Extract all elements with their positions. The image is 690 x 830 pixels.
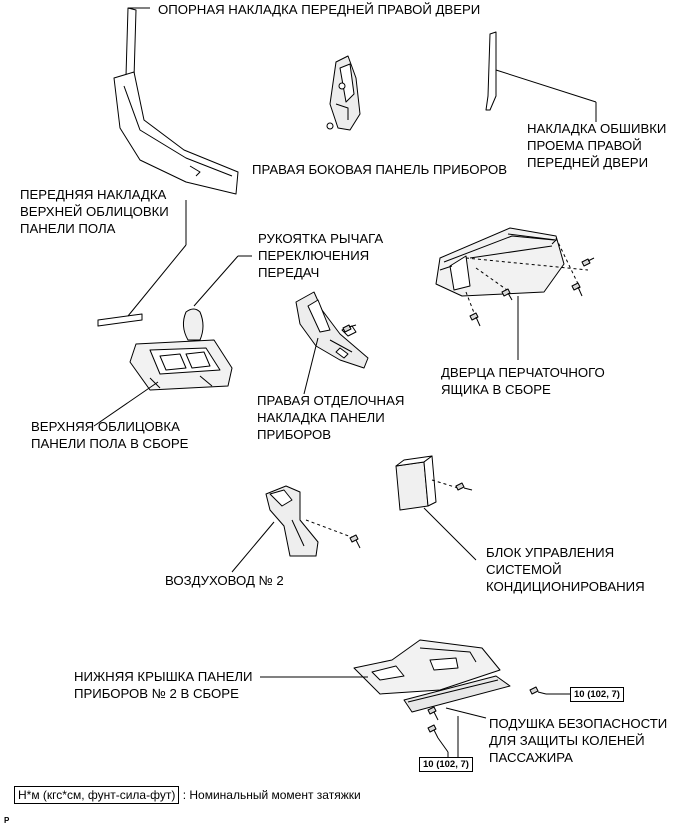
label-door-opening-trim: НАКЛАДКА ОБШИВКИ ПРОЕМА ПРАВОЙ ПЕРЕДНЕЙ … [527, 121, 667, 170]
figure-code: P [4, 816, 10, 825]
label-shift-lever-knob: РУКОЯТКА РЫЧАГА ПЕРЕКЛЮЧЕНИЯ ПЕРЕДАЧ [258, 231, 384, 280]
label-upper-console-panel: ВЕРХНЯЯ ОБЛИЦОВКА ПАНЕЛИ ПОЛА В СБОРЕ [31, 419, 189, 451]
label-glove-box-door: ДВЕРЦА ПЕРЧАТОЧНОГО ЯЩИКА В СБОРЕ [441, 365, 605, 397]
ac-unit-part [395, 455, 477, 561]
torque-spec-lower: 10 (102, 7) [419, 757, 473, 772]
door-opening-trim-part [485, 31, 597, 122]
air-duct-part [231, 485, 355, 573]
shift-knob-part [182, 255, 252, 341]
upper-console-panel-part [93, 339, 233, 427]
label-right-side-panel: ПРАВАЯ БОКОВАЯ ПАНЕЛЬ ПРИБОРОВ [252, 162, 508, 177]
label-right-finish-panel: ПРАВАЯ ОТДЕЛОЧНАЯ НАКЛАДКА ПАНЕЛИ ПРИБОР… [257, 393, 405, 442]
label-front-console-upper-trim: ПЕРЕДНЯЯ НАКЛАДКА ВЕРХНЕЙ ОБЛИЦОВКИ ПАНЕ… [20, 187, 169, 236]
label-ac-control-unit: БЛОК УПРАВЛЕНИЯ СИСТЕМОЙ КОНДИЦИОНИРОВАН… [486, 545, 645, 594]
label-front-right-door-pillar: ОПОРНАЯ НАКЛАДКА ПЕРЕДНЕЙ ПРАВОЙ ДВЕРИ [158, 2, 481, 17]
knee-airbag-part [403, 675, 511, 760]
lower-cover-part [260, 639, 501, 695]
torque-legend: Н*м (кгс*см, фунт-сила-фут) : Номинальны… [14, 786, 361, 804]
glove-box-part [435, 227, 589, 360]
torque-spec-upper: 10 (102, 7) [570, 687, 624, 702]
legend-description: : Номинальный момент затяжки [182, 788, 361, 802]
label-lower-instrument-cover-2: НИЖНЯЯ КРЫШКА ПАНЕЛИ ПРИБОРОВ № 2 В СБОР… [74, 669, 253, 701]
label-air-duct-2: ВОЗДУХОВОД № 2 [165, 573, 284, 588]
bolts [342, 257, 595, 739]
legend-unit-box: Н*м (кгс*см, фунт-сила-фут) [14, 786, 180, 804]
door-scuff-plate-part [113, 7, 239, 195]
front-console-trim-part [97, 200, 187, 327]
right-side-panel-part [326, 55, 361, 131]
label-knee-airbag: ПОДУШКА БЕЗОПАСНОСТИ ДЛЯ ЗАЩИТЫ КОЛЕНЕЙ … [489, 716, 668, 765]
right-finish-panel-part [295, 291, 369, 395]
